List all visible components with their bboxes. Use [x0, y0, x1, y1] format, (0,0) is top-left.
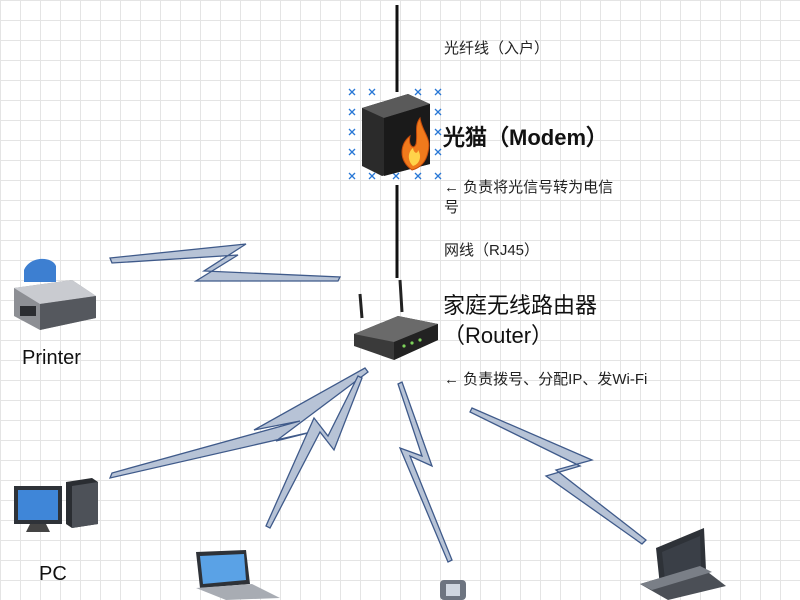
router-description: ← 负责拨号、分配IP、发Wi-Fi: [444, 371, 648, 388]
selection-marker: [392, 172, 400, 180]
modem-selection-markers: [348, 88, 442, 180]
selection-marker: [348, 148, 356, 156]
router-icon: [354, 279, 438, 360]
selection-marker: [368, 88, 376, 96]
selection-marker: [348, 128, 356, 136]
selection-marker: [434, 148, 442, 156]
selection-marker: [434, 108, 442, 116]
wireless-link-pc: [108, 367, 369, 479]
selection-marker: [348, 108, 356, 116]
selection-marker: [414, 88, 422, 96]
pc-icon: [14, 478, 98, 532]
modem-icon: [362, 94, 430, 176]
selection-marker: [414, 172, 422, 180]
flame-icon: [401, 116, 430, 171]
printer-label: Printer: [22, 347, 81, 369]
router-title-line2: （Router）: [443, 323, 554, 348]
modem-description-line2: 号: [444, 199, 460, 216]
pc-label: PC: [39, 563, 67, 585]
fiber-line-label: 光纤线（入户）: [444, 40, 550, 57]
router-title-line1: 家庭无线路由器: [443, 293, 598, 318]
wireless-link-printer: [109, 243, 342, 282]
wireless-link-phone: [397, 381, 453, 563]
wireless-link-terminal: [469, 407, 647, 545]
terminal-icon: [640, 528, 726, 600]
modem-description-line1: ← 负责将光信号转为电信: [444, 179, 614, 196]
printer-icon: [14, 258, 96, 330]
laptop-icon: [196, 550, 280, 600]
phone-icon: [440, 580, 466, 600]
selection-marker: [434, 88, 442, 96]
selection-marker: [348, 88, 356, 96]
selection-marker: [348, 172, 356, 180]
selection-marker: [434, 172, 442, 180]
ethernet-cable-label: 网线（RJ45）: [444, 242, 540, 259]
wireless-link-laptop: [265, 375, 363, 529]
wireless-links: [108, 243, 647, 563]
selection-marker: [434, 128, 442, 136]
selection-marker: [368, 172, 376, 180]
modem-title: 光猫（Modem）: [443, 125, 609, 150]
